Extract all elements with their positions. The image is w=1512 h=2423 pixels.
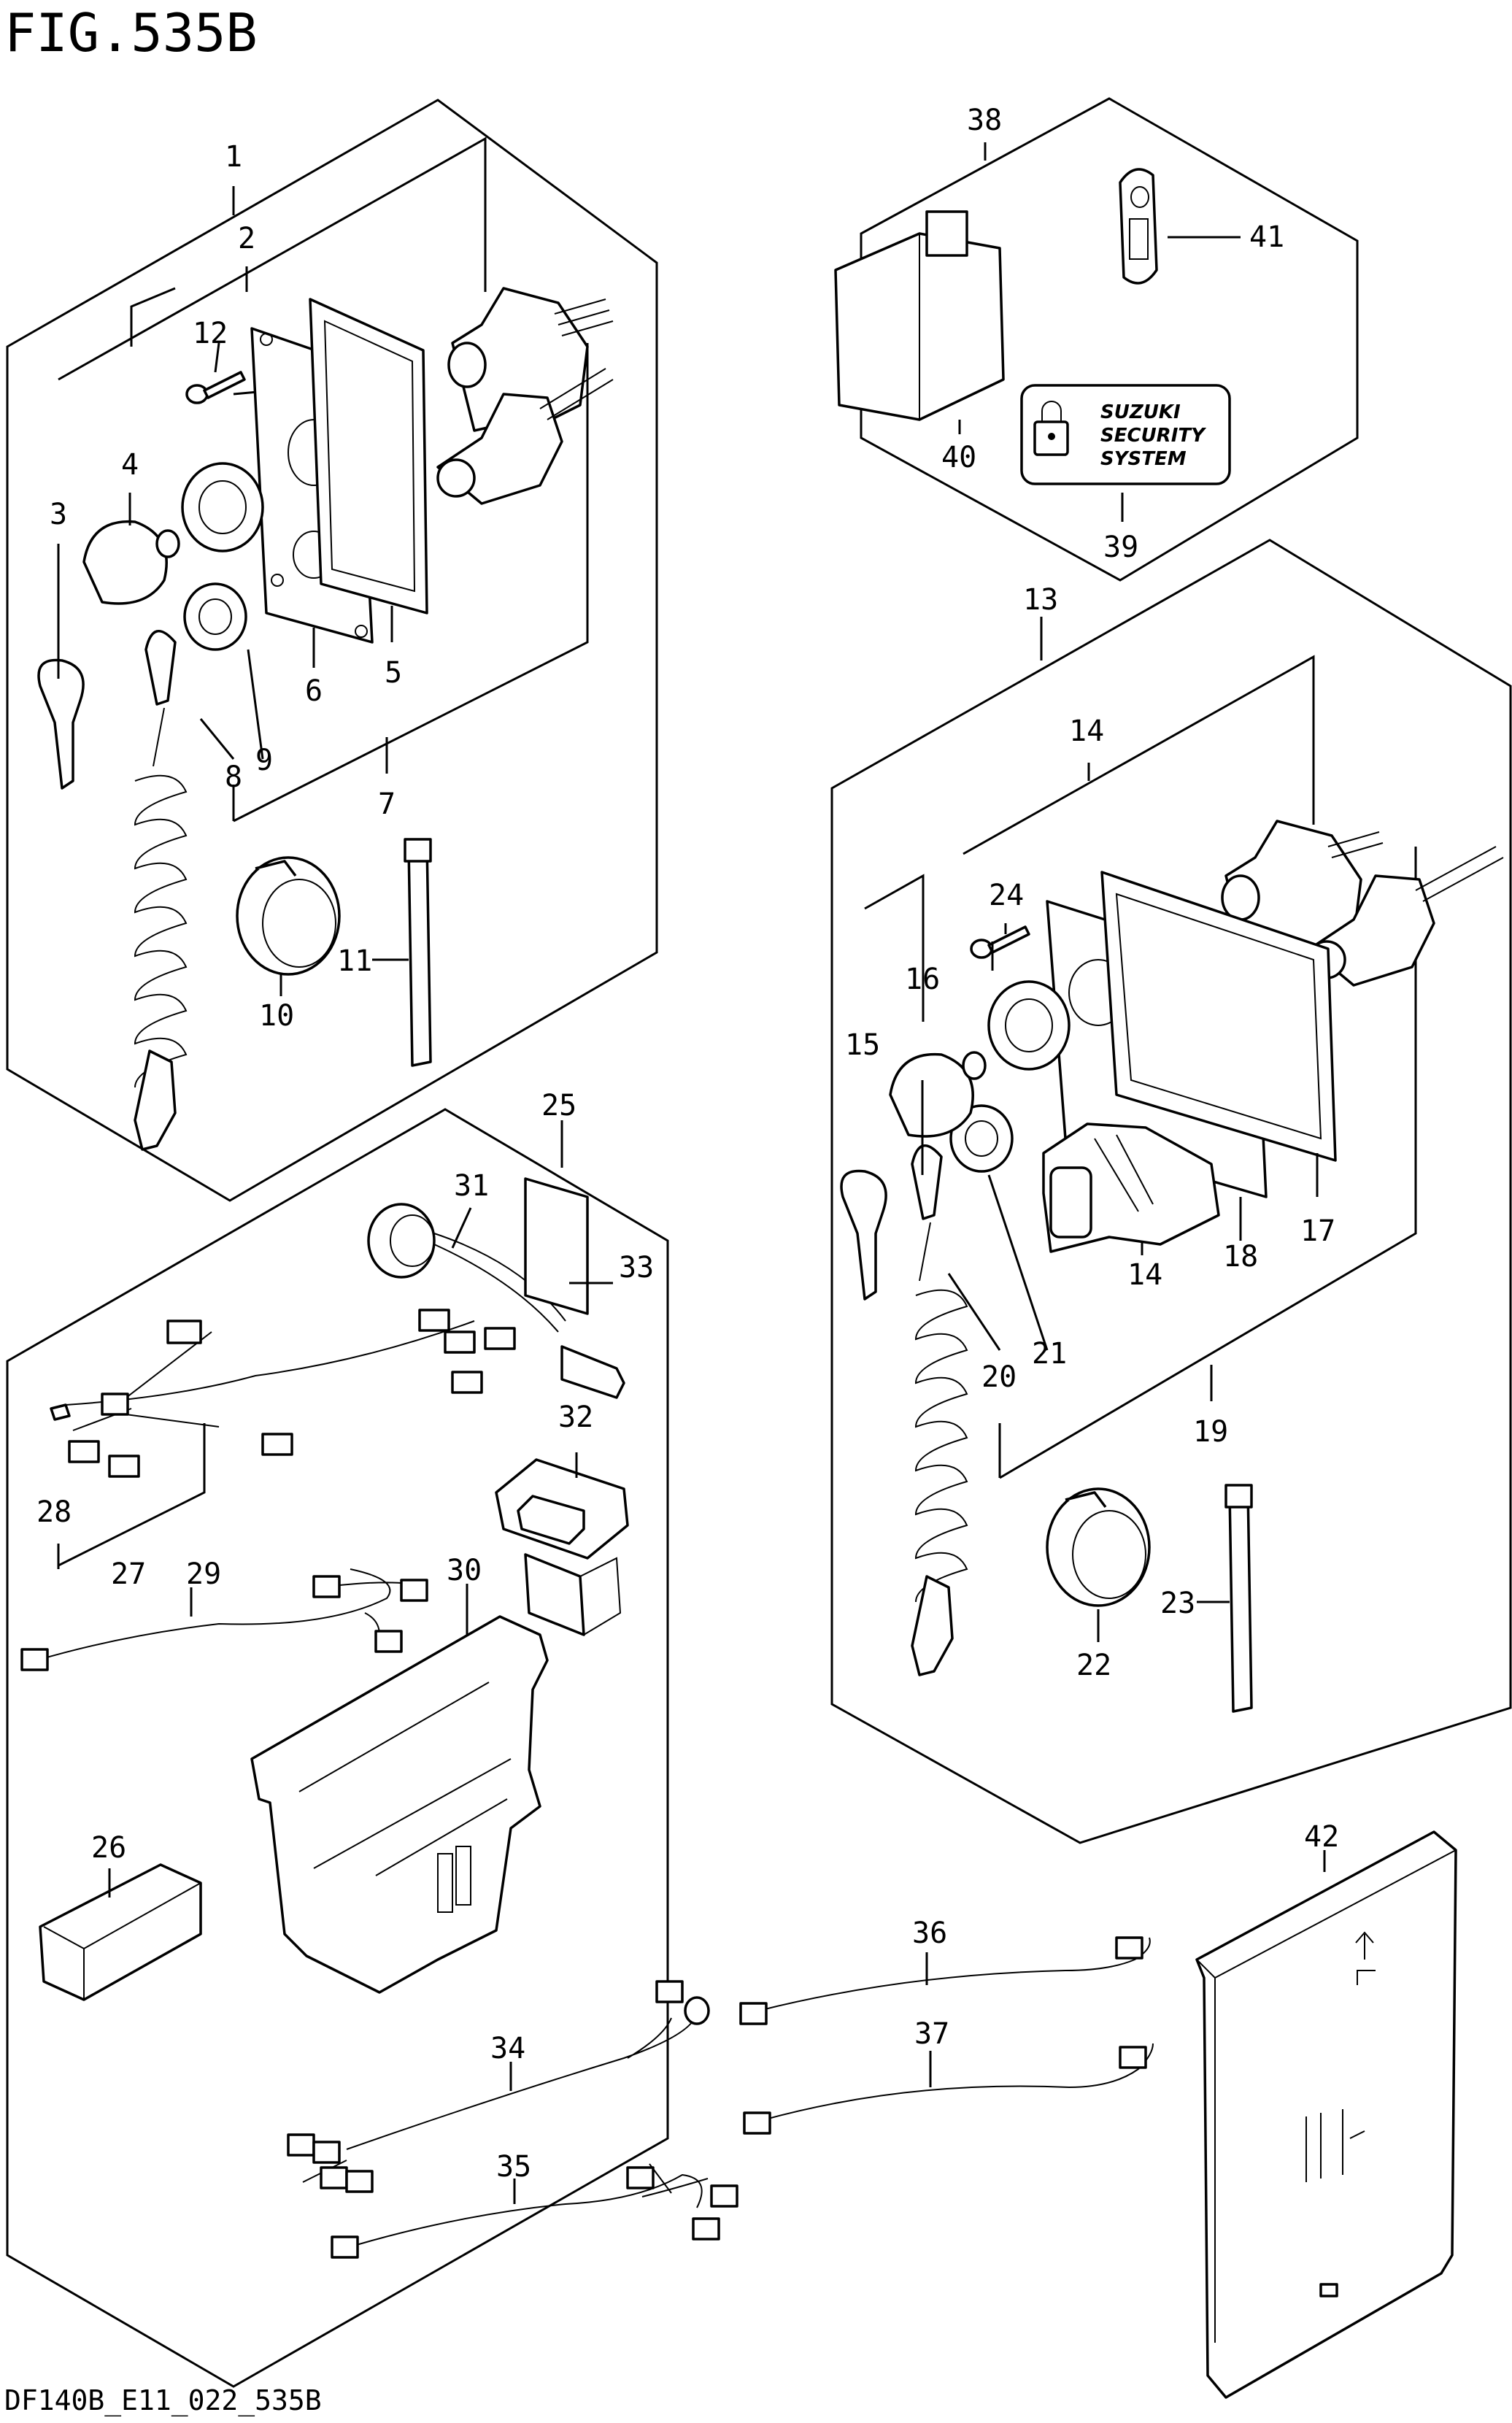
callout-4: 4 [121, 448, 139, 482]
callout-25: 25 [541, 1089, 576, 1122]
fuse-case [39, 1863, 202, 2001]
callout-9: 9 [255, 744, 273, 777]
sticker-line-1: SUZUKI [1100, 401, 1181, 423]
callout-17: 17 [1300, 1214, 1335, 1248]
buzzer [367, 1203, 625, 1399]
callout-7: 7 [378, 787, 396, 821]
emergency-stop-lanyard [911, 1144, 968, 1676]
callout-37: 37 [914, 2017, 949, 2051]
ignition-switch [1042, 1122, 1220, 1253]
callout-30: 30 [447, 1554, 482, 1587]
callout-12: 12 [193, 317, 228, 350]
callout-27: 27 [111, 1557, 146, 1591]
relay-module [495, 1458, 629, 1636]
callout-20: 20 [981, 1360, 1017, 1394]
harness-36 [739, 1936, 1151, 2025]
sticker-line-3: SYSTEM [1100, 448, 1187, 470]
ignition-key [840, 1169, 887, 1301]
harness-group-25 [6, 1108, 669, 2388]
callout-40: 40 [941, 441, 976, 474]
cable-tie [404, 838, 432, 1067]
callout-18: 18 [1223, 1240, 1258, 1274]
callout-34: 34 [490, 2032, 525, 2065]
manual-booklet [524, 1177, 589, 1315]
callout-41: 41 [1249, 220, 1284, 254]
screw [185, 371, 246, 404]
cap [236, 856, 341, 976]
callout-26: 26 [91, 1831, 126, 1865]
cable-tie [1224, 1484, 1253, 1713]
ecu-module [834, 210, 1005, 421]
emergency-stop-lanyard [134, 629, 188, 1151]
figure-title: FIG.535B [4, 2, 258, 63]
figure-code: DF140B_E11_022_535B [4, 2384, 322, 2417]
callout-3: 3 [50, 498, 67, 531]
transponder-key-fob [1119, 168, 1158, 285]
callout-38: 38 [967, 104, 1002, 137]
bushing [183, 582, 247, 651]
padlock-icon [1033, 401, 1069, 456]
callout-31: 31 [454, 1169, 489, 1203]
cap [1046, 1487, 1151, 1607]
callout-32: 32 [558, 1401, 593, 1434]
callout-1: 1 [225, 140, 242, 174]
callout-35: 35 [496, 2150, 531, 2184]
callout-28: 28 [36, 1495, 72, 1529]
bezel-nut [987, 980, 1071, 1071]
callout-2: 2 [238, 222, 255, 255]
engine-control-unit [1195, 1830, 1457, 2399]
callout-29: 29 [186, 1557, 221, 1591]
callout-8: 8 [225, 760, 242, 794]
security-sticker: SUZUKI SECURITY SYSTEM [1020, 384, 1231, 485]
security-group-38: SUZUKI SECURITY SYSTEM [834, 97, 1359, 582]
ignition-switch-connector [447, 287, 614, 432]
ignition-key [37, 658, 85, 790]
callout-23: 23 [1160, 1587, 1195, 1620]
callout-14-switch: 14 [1127, 1258, 1162, 1292]
callout-13: 13 [1023, 583, 1058, 617]
callout-15: 15 [845, 1028, 880, 1062]
gasket [309, 298, 428, 615]
callout-33: 33 [619, 1251, 654, 1284]
callout-10: 10 [259, 999, 294, 1033]
harness-35 [331, 2163, 738, 2259]
harness-34 [287, 1980, 710, 2193]
callout-21: 21 [1032, 1337, 1067, 1371]
up-arrow-icon [1355, 1931, 1376, 1985]
key-cap [889, 1051, 987, 1138]
assembly-group-1 [6, 99, 658, 1202]
callout-42: 42 [1304, 1820, 1339, 1854]
sub-harness-29 [20, 1568, 428, 1671]
screw [970, 925, 1030, 959]
callout-6: 6 [305, 674, 323, 708]
callout-5: 5 [385, 656, 402, 690]
bushing [949, 1104, 1014, 1173]
callout-39: 39 [1103, 531, 1138, 564]
mounting-bracket [250, 1615, 549, 1994]
callout-22: 22 [1076, 1649, 1111, 1682]
callout-36: 36 [912, 1917, 947, 1950]
callout-14-top: 14 [1069, 714, 1104, 748]
callout-11: 11 [337, 944, 372, 978]
assembly-group-13 [830, 539, 1512, 1844]
stop-switch-body [436, 368, 614, 505]
callout-24: 24 [989, 879, 1024, 912]
bezel-nut [181, 462, 264, 552]
harness-37 [743, 2043, 1154, 2135]
gasket [1100, 871, 1337, 1162]
callout-16: 16 [905, 963, 940, 996]
main-harness [50, 1309, 516, 1478]
key-cap [82, 520, 180, 605]
callout-19: 19 [1193, 1415, 1228, 1449]
sticker-line-2: SECURITY [1100, 425, 1207, 447]
